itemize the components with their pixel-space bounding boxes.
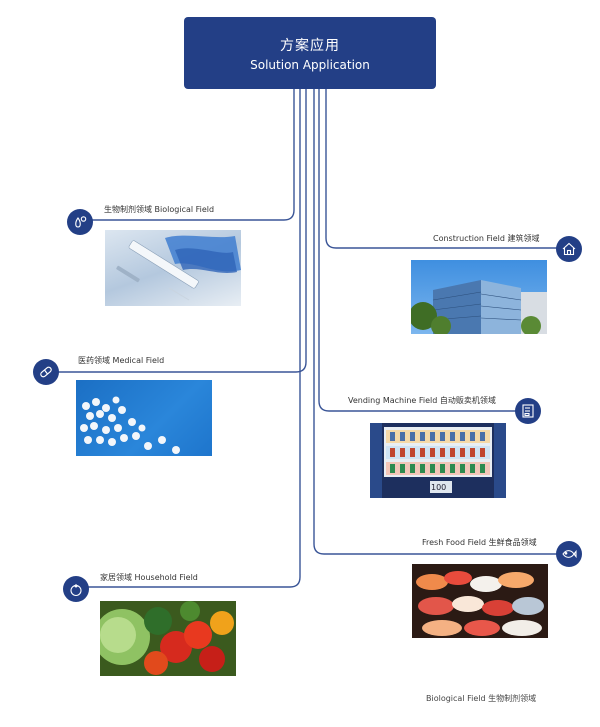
household-field-label: 家居领域 Household Field [100, 573, 198, 582]
construction-field-label: Construction Field 建筑领域 [433, 234, 540, 243]
biological-drops-icon[interactable] [67, 209, 93, 235]
vending-field-label: Vending Machine Field 自动贩卖机领域 [348, 396, 496, 405]
fresh-food-field-label: Fresh Food Field 生鲜食品领域 [422, 538, 537, 547]
biological-field-label: 生物制剂领域 Biological Field [104, 205, 215, 214]
header-title-en: Solution Application [250, 57, 370, 72]
solution-application-header[interactable]: 方案应用 Solution Application [184, 17, 436, 89]
construction-field-photo [411, 260, 547, 334]
fish-icon[interactable] [556, 541, 582, 567]
vending-price-display: 100 [431, 483, 447, 492]
household-field-photo [100, 601, 236, 676]
footer-caption: Biological Field 生物制剂领域 [426, 694, 537, 703]
medical-field-photo [76, 380, 212, 456]
fresh-food-field-photo [412, 564, 548, 638]
biological-field-photo [105, 230, 241, 306]
vending-field-photo: 100 [370, 423, 506, 498]
medical-field-label: 医药领域 Medical Field [78, 356, 165, 365]
header-title-zh: 方案应用 [280, 37, 340, 54]
house-icon[interactable] [556, 236, 582, 262]
vending-machine-icon[interactable] [515, 398, 541, 424]
tomato-icon[interactable] [63, 576, 89, 602]
pill-icon[interactable] [33, 359, 59, 385]
